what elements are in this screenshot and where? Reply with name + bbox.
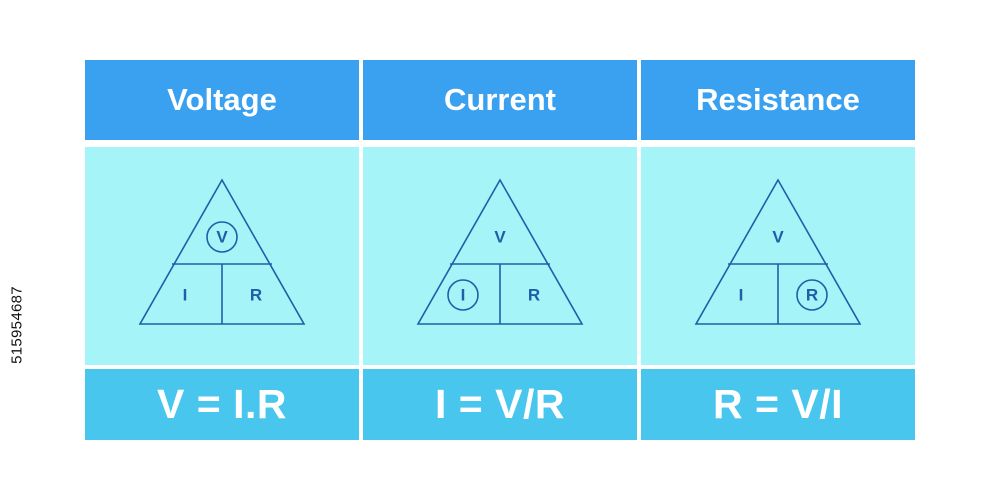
panel-formula-bar: R = V/I [641, 369, 915, 440]
triangle-label-top: V [772, 228, 784, 247]
triangle-label-bottom-left: I [183, 286, 188, 305]
triangle-label-top: V [494, 228, 506, 247]
panel-header: Current [363, 60, 637, 140]
formula-text: V = I.R [157, 381, 287, 427]
ohms-triangle-diagram: V I R [416, 178, 584, 325]
ohms-triangle-diagram: V I R [138, 178, 306, 325]
panel-body: V I R [363, 147, 637, 365]
formula-text: I = V/R [435, 381, 565, 427]
panel-body: V I R [641, 147, 915, 365]
stock-id-text: 515954687 [8, 286, 26, 364]
highlight-circle [447, 279, 479, 311]
panel-resistance: Resistance V I R R = V/I [641, 60, 915, 440]
triangle-label-bottom-right: R [528, 286, 540, 305]
panel-formula-bar: I = V/R [363, 369, 637, 440]
panel-title: Resistance [696, 82, 860, 117]
triangle-label-top: V [216, 228, 228, 247]
highlight-circle [206, 221, 238, 253]
panel-title: Voltage [167, 82, 277, 117]
triangle-label-bottom-left: I [461, 286, 466, 305]
stock-id-watermark: 515954687 [2, 260, 32, 390]
triangle-label-bottom-left: I [739, 286, 744, 305]
highlight-circle [796, 279, 828, 311]
panel-current: Current V I R I = V/R [363, 60, 637, 440]
panel-title: Current [444, 82, 556, 117]
panel-body: V I R [85, 147, 359, 365]
formula-text: R = V/I [713, 381, 843, 427]
panel-header: Voltage [85, 60, 359, 140]
triangle-label-bottom-right: R [250, 286, 262, 305]
panel-formula-bar: V = I.R [85, 369, 359, 440]
panel-voltage: Voltage V I R V = I.R [85, 60, 359, 440]
ohms-triangle-diagram: V I R [694, 178, 862, 325]
triangle-label-bottom-right: R [806, 286, 818, 305]
panel-header: Resistance [641, 60, 915, 140]
